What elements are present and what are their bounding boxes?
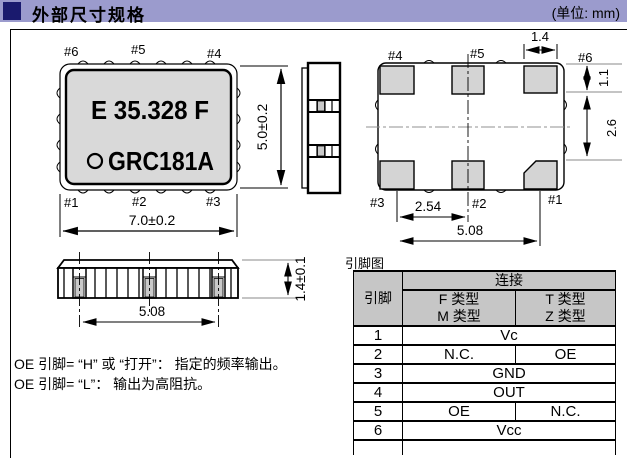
side-view [301,61,342,195]
dim-width-7.0: 7.0±0.2 [59,194,238,237]
castellation-slats [63,268,232,298]
dim-label: 2.6 [604,119,619,137]
col-header-m: M 类型 [437,308,481,324]
castellation-bumps [56,60,241,194]
bottom-view: #4 #5 #6 #3 #2 #1 1.4 1.1 2.6 2.54 [366,29,622,246]
top-view: E 35.328 F GRC181A #6 #5 #4 #1 #2 #3 5.0… [56,42,288,237]
package-body [64,68,233,186]
dim-span-5.08-front: 5.08 [82,304,216,326]
pin-label: #4 [388,48,402,63]
pin-connection-fm: OE [402,401,516,422]
pad-3 [379,160,415,190]
page-title: 外部尺寸规格 [32,6,146,25]
dim-height-5.0: 5.0±0.2 [240,65,288,189]
col-header-connection: 连接 [402,270,616,291]
col-header-z: Z 类型 [545,308,586,324]
dim-label: 1.1 [596,69,611,87]
table-row: 2 N.C. OE [353,344,616,365]
pin-number: 4 [353,382,403,403]
oe-notes: OE 引脚= “H” 或 “打开”： 指定的频率输出。 OE 引脚= “L”： … [14,354,287,394]
col-header-pin: 引脚 [353,270,403,327]
side-body [306,61,342,195]
pin-label: #6 [578,50,592,65]
pad-1-chamfered [523,160,558,190]
unit-note: (单位: mm) [551,5,620,21]
bottom-view-pin-labels: #4 #5 #6 #3 #2 #1 [370,46,592,211]
pin-label: #4 [207,46,221,61]
dim-pitch-2.54: 2.54 [396,191,466,222]
lid [56,259,240,269]
table-row: 1 Vc [353,325,616,346]
marking-model: GRC181A [108,146,214,176]
pin-connection: Vcc [402,420,616,441]
pin-number: 2 [353,344,403,365]
col-header-f: F 类型 [438,291,480,307]
pin-label: #3 [370,195,384,210]
table-row: 5 OE N.C. [353,401,616,422]
dim-label: 5.0±0.2 [254,103,270,150]
pin-connection: OUT [402,382,616,403]
pin-number: 5 [353,401,403,422]
pin-table-caption: 引脚图 [345,256,385,271]
table-row-clipped [353,439,616,455]
title-bar: 外部尺寸规格 (单位: mm) [0,0,627,25]
content-frame [10,29,627,458]
col-header-t: T 类型 [545,291,586,307]
pin-label: #2 [472,196,486,211]
pin-connection: Vc [402,325,616,346]
dim-pad-width-1.4: 1.4 [523,29,558,59]
pin-number: 3 [353,363,403,384]
dim-pad-height-1.1: 1.1 [566,63,622,93]
dim-span-5.08: 5.08 [399,191,541,246]
front-view: 5.08 1.4±0.1 [56,252,308,330]
pin-number: 1 [353,325,403,346]
pin-connection: GND [402,363,616,384]
pin-label: #3 [206,194,220,209]
pad-centerlines [79,252,219,330]
pin-label: #1 [548,192,562,207]
dim-height-1.4: 1.4±0.1 [242,257,308,302]
pads [379,65,558,190]
marking-frequency: E 35.328 F [91,95,209,125]
pin-label: #6 [64,44,78,59]
pin-number: 6 [353,420,403,441]
pin-label: #5 [470,46,484,61]
pad-6 [523,65,558,94]
dim-label: 5.08 [457,223,483,238]
oe-note-line2: OE 引脚= “L”： 输出为高阻抗。 [14,376,212,392]
pin-connection-fm: N.C. [402,344,516,365]
dim-label: 2.54 [415,199,442,214]
pin-label: #5 [131,42,145,57]
pad-4 [379,65,415,95]
dim-label: 1.4±0.1 [293,257,308,302]
pin-label: #2 [132,194,146,209]
pin1-mark-icon [86,152,104,170]
dim-row-gap-2.6: 2.6 [566,95,622,161]
pin-connection-tz: N.C. [515,401,616,422]
oe-note-line1: OE 引脚= “H” 或 “打开”： 指定的频率输出。 [14,356,287,372]
dim-label: 7.0±0.2 [129,212,176,228]
pin-label: #1 [64,195,78,210]
pin-connection-tz: OE [515,344,616,365]
title-square-icon [3,2,21,20]
dim-label: 5.08 [139,304,165,319]
table-row: 4 OUT [353,382,616,403]
table-row: 3 GND [353,363,616,384]
table-row: 6 Vcc [353,420,616,441]
castellation-bumps [375,60,567,193]
dim-label: 1.4 [531,29,549,44]
top-view-pin-labels: #6 #5 #4 #1 #2 #3 [64,42,221,210]
